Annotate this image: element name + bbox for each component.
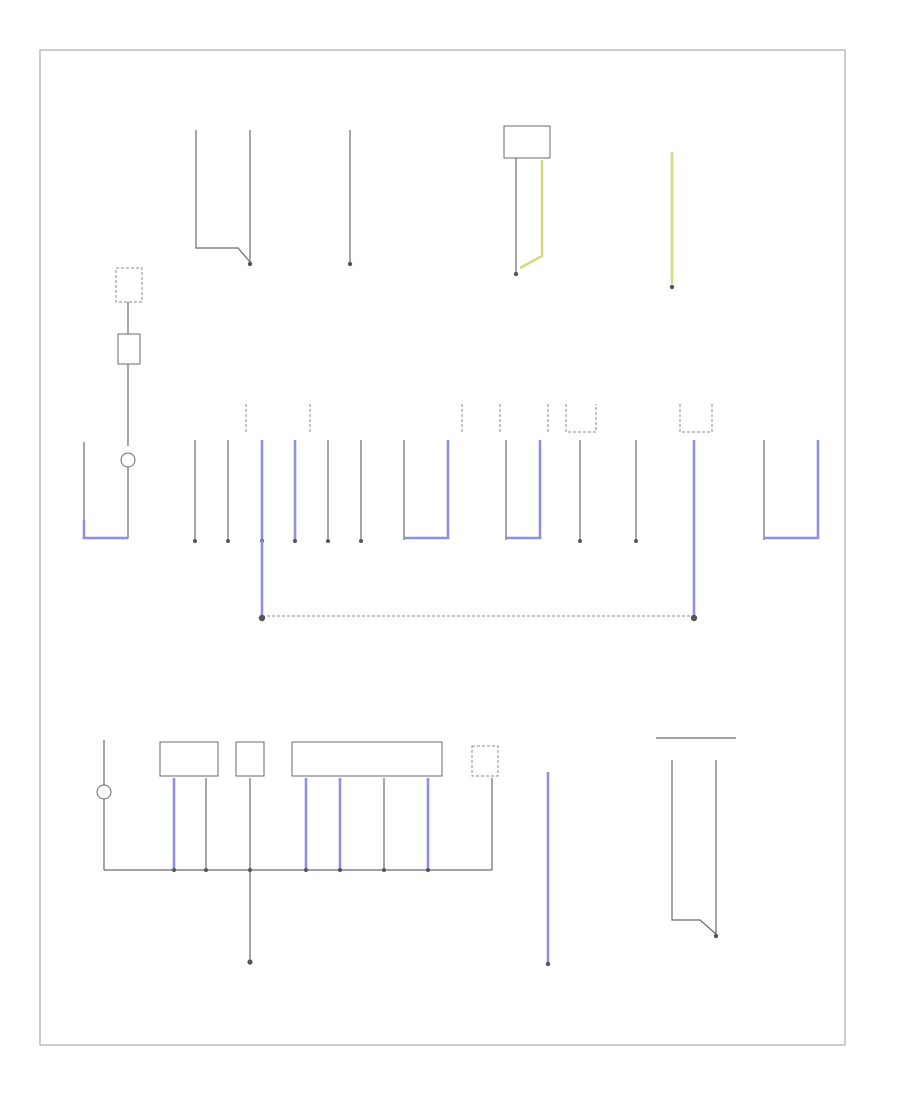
wire-blue-left-mid: [82, 520, 128, 540]
splice-top-4: [669, 284, 675, 290]
module-bottom-2: [235, 741, 265, 777]
bottom-section: [96, 737, 736, 967]
wire-blue-mid-f: [764, 440, 820, 540]
wire-blue-mid-c: [404, 440, 450, 540]
middle-section: [82, 404, 820, 622]
wire-top-yellow-1: [519, 160, 544, 270]
splice-bottom-8: [545, 961, 551, 967]
splice-mid-5: [326, 539, 330, 543]
relay-left: [117, 333, 141, 365]
splice-mid-2: [226, 539, 230, 543]
fuse-left-bottom: [96, 784, 112, 800]
connector-group-4: [565, 404, 597, 433]
connector-bottom-right: [471, 745, 499, 777]
splice-top-1: [247, 261, 253, 267]
junction-box-top: [503, 125, 551, 159]
connector-group-3: [499, 404, 549, 432]
wire-mid-a: [194, 440, 229, 540]
module-bottom-1: [159, 741, 219, 777]
connector-top-left: [115, 267, 143, 303]
splice-bottom-6: [382, 868, 386, 872]
ground-point-right: [690, 614, 698, 622]
splice-bottom-1: [172, 868, 176, 872]
wire-mid-b: [327, 440, 362, 540]
wire-bottom-right-1: [671, 760, 717, 935]
connector-group-1: [245, 404, 311, 432]
wire-left-mid: [83, 442, 129, 539]
module-bottom-3: [291, 741, 443, 777]
splice-top-3: [513, 271, 519, 277]
wire-mid-e: [579, 440, 637, 540]
splice-mid-1: [193, 539, 197, 543]
splice-bottom-2: [204, 868, 208, 872]
splice-bottom-5: [338, 868, 342, 872]
connector-group-5: [679, 404, 713, 433]
wire-top-1: [195, 130, 251, 263]
splice-top-2: [347, 261, 353, 267]
splice-mid-8: [634, 539, 638, 543]
wire-blue-mid-d: [506, 440, 542, 540]
splice-mid-6: [359, 539, 363, 543]
ground-point-bottom: [247, 959, 253, 965]
splice-mid-7: [578, 539, 582, 543]
splice-bottom-4: [304, 868, 308, 872]
splice-bottom-7: [426, 868, 430, 872]
splice-bottom-right: [713, 933, 719, 939]
splice-mid-4: [293, 539, 297, 543]
fuse-left-mid: [120, 452, 136, 468]
splice-bottom-3: [248, 868, 252, 872]
diagram-frame: [39, 49, 846, 1046]
top-section: [115, 125, 675, 446]
ground-point-left: [258, 614, 266, 622]
